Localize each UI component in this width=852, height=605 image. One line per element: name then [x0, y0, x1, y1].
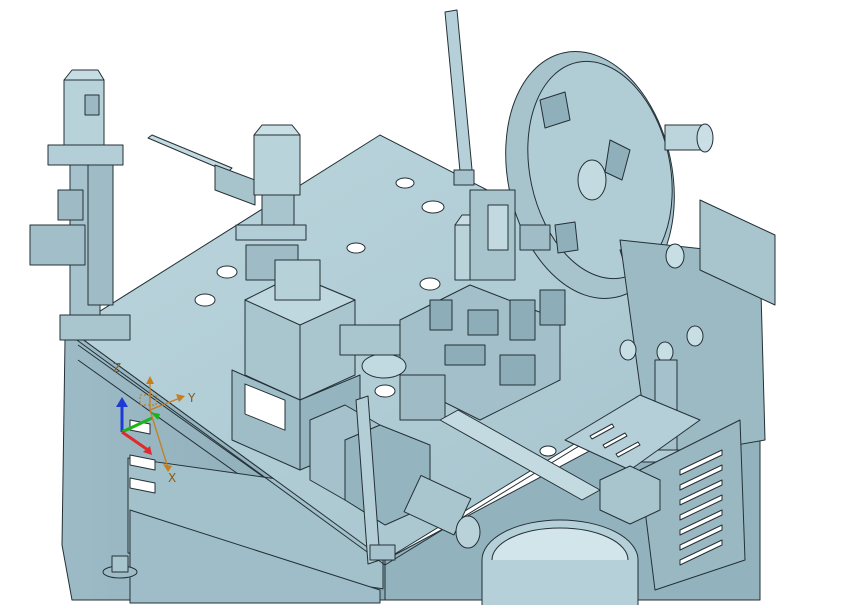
feed-block-right[interactable] — [599, 465, 661, 525]
heat-sink-housing[interactable] — [639, 419, 746, 591]
rotary-index-table[interactable] — [361, 353, 407, 379]
wcs-x-label: X — [168, 471, 176, 485]
coordinate-triad-icon — [116, 397, 160, 455]
feed-chute[interactable] — [147, 134, 233, 173]
vertical-upright-bar[interactable] — [444, 9, 474, 183]
center-left-servo-motor[interactable] — [253, 134, 301, 196]
tray-slots — [589, 423, 641, 458]
side-vent-slots — [129, 419, 156, 494]
slotted-tray[interactable] — [564, 394, 701, 471]
lower-servo-motor[interactable] — [403, 474, 472, 536]
leveling-foot-left-stem — [111, 555, 129, 573]
reel-support-pins[interactable] — [619, 243, 704, 363]
heat-sink-fins — [679, 449, 723, 566]
mechanism-details — [429, 289, 566, 386]
machine-assembly[interactable] — [29, 9, 776, 605]
deck-holes — [194, 177, 557, 457]
reel-hub[interactable] — [577, 159, 607, 201]
wcs-csys-icon — [139, 376, 185, 472]
wcs-y-label: Y — [187, 391, 196, 405]
wcs-z-label: Z — [113, 361, 121, 375]
